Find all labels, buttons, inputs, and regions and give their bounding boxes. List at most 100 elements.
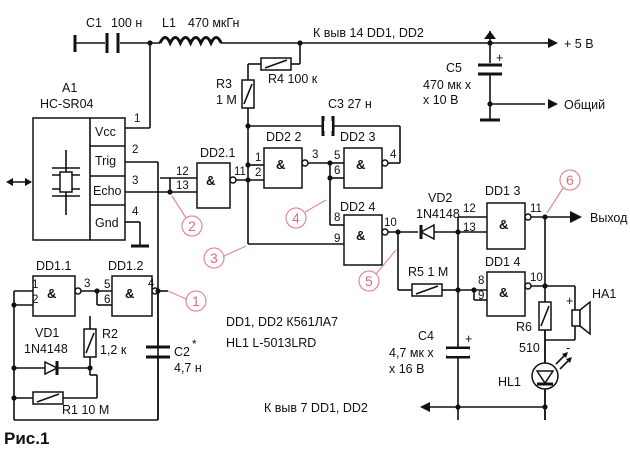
marker-6: 6 [546,169,581,214]
capacitor-c5 [478,43,545,122]
a1-label: A1 [62,81,77,95]
svg-text:1: 1 [255,152,261,164]
c3-label: C3 27 н [328,97,372,111]
dd2-4-label: DD2 4 [340,200,375,214]
vd2-value: 1N4148 [416,207,460,221]
dd2-1-label: DD2.1 [200,146,235,160]
marker-3: 3 [203,245,247,269]
diode-vd2 [419,223,458,241]
plus5-label: + 5 В [564,37,594,51]
c4-value1: 4,7 мк х [389,346,434,360]
dd2-2-label: DD2 2 [266,130,301,144]
diode-vd1 [44,360,59,376]
gate-dd2-1 [196,162,231,209]
svg-text:&: & [356,157,365,172]
svg-text:8: 8 [334,212,340,224]
svg-text:&: & [276,157,285,172]
svg-text:&: & [125,286,134,301]
gate-dd1-2 [111,275,153,317]
r2-value: 1,2 к [100,343,127,357]
svg-text:&: & [206,173,215,188]
vd1-label: VD1 [35,326,59,340]
output-label: Выход [590,211,628,225]
marker-2: 2 [171,195,203,237]
svg-text:11: 11 [530,203,542,215]
wires-dd14 [458,285,576,341]
c5-plus: + [496,51,503,65]
svg-text:6: 6 [334,165,340,177]
svg-text:&: & [499,217,508,232]
pin7-label: К выв 7 DD1, DD2 [264,401,368,415]
svg-text:11: 11 [234,166,246,178]
svg-text:4: 4 [292,210,300,226]
capacitor-c1 [105,33,120,53]
gate-dd1-4 [486,271,526,317]
r6-value: 510 [519,341,540,355]
c1-value: 100 н [111,16,142,30]
chip-types: DD1, DD2 К561ЛА7 [226,315,338,329]
svg-text:&: & [499,285,508,300]
c2-value: 4,7 н [174,361,202,375]
dd1-2-label: DD1.2 [108,259,143,273]
dd1-3-label: DD1 3 [485,184,520,198]
r6-label: R6 [516,320,532,334]
svg-text:6: 6 [566,172,574,188]
gate-dd1-1 [32,275,76,317]
svg-text:4: 4 [390,149,397,161]
capacitor-c2 [146,345,170,359]
r3-value: 1 М [216,93,237,107]
ha1-label: HA1 [592,287,616,301]
svg-text:2: 2 [255,167,261,179]
svg-text:+: + [465,332,472,346]
svg-text:3: 3 [84,278,90,290]
dd2-3-label: DD2 3 [340,130,375,144]
c5-value1: 470 мк х [423,78,472,92]
svg-text:8: 8 [478,275,484,287]
vd1-value: 1N4148 [24,342,68,356]
buzzer-ha1 [571,300,591,336]
svg-text:9: 9 [478,290,484,302]
dd1-4-label: DD1 4 [485,255,520,269]
figure-caption: Рис.1 [4,429,49,448]
r1-label: R1 10 М [62,403,109,417]
common-arrow [548,99,558,109]
dd1-1-label: DD1.1 [36,259,71,273]
output-arrow [570,211,582,223]
c2-label: C2 [174,345,190,359]
gate-dd2-2 [263,147,303,189]
gate-dd2-3 [343,147,383,189]
pin14-arrow [484,31,496,39]
svg-text:4: 4 [132,206,139,218]
common-label: Общий [564,98,605,112]
gate-dd2-4 [343,214,383,266]
svg-text:2: 2 [188,218,196,234]
r4-label: R4 100 к [268,72,318,86]
inductor-l1 [158,36,223,47]
r5-label: R5 1 М [408,265,448,279]
pin14-label: К выв 14 DD1, DD2 [313,26,424,40]
svg-text:6: 6 [104,294,110,306]
svg-text:3: 3 [132,175,138,187]
l1-value: 470 мкГн [188,16,239,30]
a1-model: HC-SR04 [40,97,94,111]
gate-dd1-3 [486,202,526,250]
c5-label: C5 [446,61,462,75]
l1-label: L1 [162,16,176,30]
bidirectional-arrow [6,178,32,186]
svg-text:-: - [566,341,570,355]
svg-text:&: & [47,286,56,301]
svg-text:9: 9 [334,233,340,245]
svg-text:1: 1 [134,113,140,125]
svg-text:10: 10 [384,217,397,229]
svg-text:+: + [566,294,573,308]
led-type: HL1 L-5013LRD [226,336,316,350]
svg-text:2: 2 [132,144,138,156]
pin7-arrow [420,402,430,412]
svg-text:3: 3 [210,250,218,266]
svg-text:5: 5 [334,150,340,162]
pin-vcc: Vcc [95,125,116,139]
c5-value2: х 10 В [423,93,458,107]
svg-text:3: 3 [312,149,318,161]
transducer-icon [52,150,80,215]
